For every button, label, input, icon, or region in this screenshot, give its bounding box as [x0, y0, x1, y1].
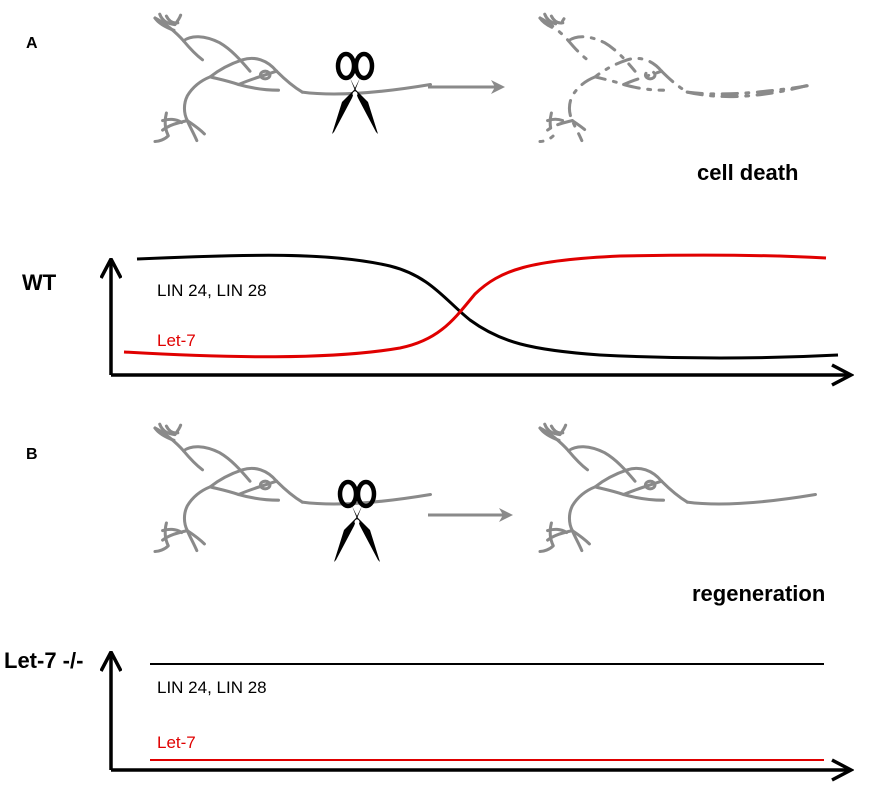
neuron-icon — [153, 12, 433, 144]
panel-a: A cell death WT LIN 24, LIN 28 Let-7 — [22, 12, 850, 375]
panel-label-a: A — [26, 35, 38, 52]
outcome-label-a: cell death — [697, 160, 798, 185]
neuron-icon — [153, 422, 433, 554]
panel-label-b: B — [26, 446, 38, 463]
panel-b: B regeneration Let-7 -/- LIN 24, LIN 28 … — [4, 422, 850, 770]
series-label-lin-a: LIN 24, LIN 28 — [157, 281, 267, 300]
chart-let7-mutant: LIN 24, LIN 28 Let-7 — [111, 655, 850, 770]
scissors-icon — [334, 482, 380, 562]
condition-label-a: WT — [22, 270, 57, 295]
outcome-label-b: regeneration — [692, 581, 825, 606]
series-label-let7-a: Let-7 — [157, 331, 196, 350]
condition-label-b: Let-7 -/- — [4, 648, 83, 673]
series-label-lin-b: LIN 24, LIN 28 — [157, 678, 267, 697]
degenerated-neuron-icon — [538, 12, 818, 144]
series-line-let7-a — [123, 253, 827, 359]
series-line-lin-a — [136, 253, 839, 360]
chart-wt: LIN 24, LIN 28 Let-7 — [111, 253, 850, 375]
series-label-let7-b: Let-7 — [157, 733, 196, 752]
regenerated-neuron-icon — [538, 422, 818, 554]
